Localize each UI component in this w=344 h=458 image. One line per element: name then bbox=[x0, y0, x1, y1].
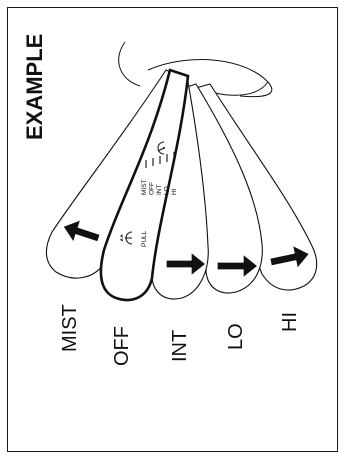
label-hi: HI bbox=[279, 312, 301, 332]
label-lo: LO bbox=[225, 323, 247, 350]
title-example: EXAMPLE bbox=[22, 34, 47, 140]
stalk-mark-hi: HI bbox=[171, 188, 178, 195]
label-mist: MIST bbox=[59, 304, 81, 352]
stalk-mark-lo: LO bbox=[164, 186, 171, 195]
column-arc-left bbox=[119, 42, 140, 86]
label-int: INT bbox=[169, 330, 191, 362]
stalk-mark-int: INT bbox=[156, 185, 163, 196]
stalk-mark-mist: MIST bbox=[141, 179, 148, 195]
stalk-pull-label: PULL bbox=[141, 230, 148, 247]
label-off: OFF bbox=[111, 326, 133, 366]
stalk-mark-off: OFF bbox=[149, 182, 156, 195]
